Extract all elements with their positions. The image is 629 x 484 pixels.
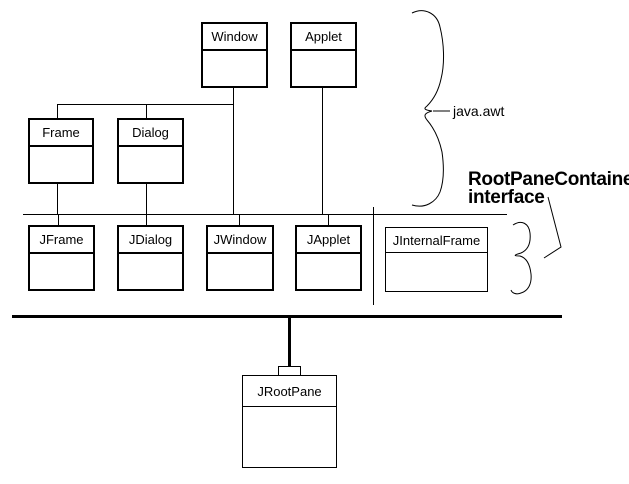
class-box-japplet: JApplet bbox=[295, 225, 362, 291]
class-label-window: Window bbox=[211, 29, 258, 44]
class-box-jinternalframe: JInternalFrame bbox=[385, 227, 488, 292]
interface-label: interface bbox=[468, 187, 545, 208]
rootpane-brace bbox=[510, 221, 532, 295]
class-label-jinternalframe: JInternalFrame bbox=[392, 232, 481, 248]
class-label-frame: Frame bbox=[42, 125, 80, 140]
class-label-applet: Applet bbox=[305, 29, 342, 44]
class-box-frame: Frame bbox=[28, 118, 94, 184]
java-awt-brace bbox=[411, 10, 444, 207]
class-title-japplet: JApplet bbox=[297, 227, 360, 254]
class-title-frame: Frame bbox=[30, 120, 92, 147]
class-label-jframe: JFrame bbox=[39, 232, 84, 247]
class-title-jframe: JFrame bbox=[30, 227, 93, 254]
class-title-dialog: Dialog bbox=[119, 120, 182, 147]
class-box-jframe: JFrame bbox=[28, 225, 95, 291]
class-box-applet: Applet bbox=[290, 22, 357, 88]
rootpanecontainer-label: RootPaneContainer bbox=[468, 169, 629, 190]
class-box-window: Window bbox=[201, 22, 268, 88]
class-box-jdialog: JDialog bbox=[117, 225, 184, 291]
class-box-jrootpane: JRootPane bbox=[242, 375, 337, 468]
class-title-jrootpane: JRootPane bbox=[243, 376, 336, 407]
class-label-jrootpane: JRootPane bbox=[257, 383, 322, 399]
class-title-jwindow: JWindow bbox=[208, 227, 272, 254]
java-awt-package-label: java.awt bbox=[453, 103, 505, 119]
rootpane-pointer-line bbox=[543, 196, 562, 259]
class-title-applet: Applet bbox=[292, 24, 355, 51]
class-title-jdialog: JDialog bbox=[119, 227, 182, 254]
class-label-dialog: Dialog bbox=[132, 125, 169, 140]
class-label-jwindow: JWindow bbox=[213, 232, 267, 247]
class-box-dialog: Dialog bbox=[117, 118, 184, 184]
class-label-japplet: JApplet bbox=[306, 232, 351, 247]
class-label-jdialog: JDialog bbox=[128, 232, 173, 247]
class-box-jwindow: JWindow bbox=[206, 225, 274, 291]
class-title-window: Window bbox=[203, 24, 266, 51]
class-title-jinternalframe: JInternalFrame bbox=[386, 228, 487, 253]
